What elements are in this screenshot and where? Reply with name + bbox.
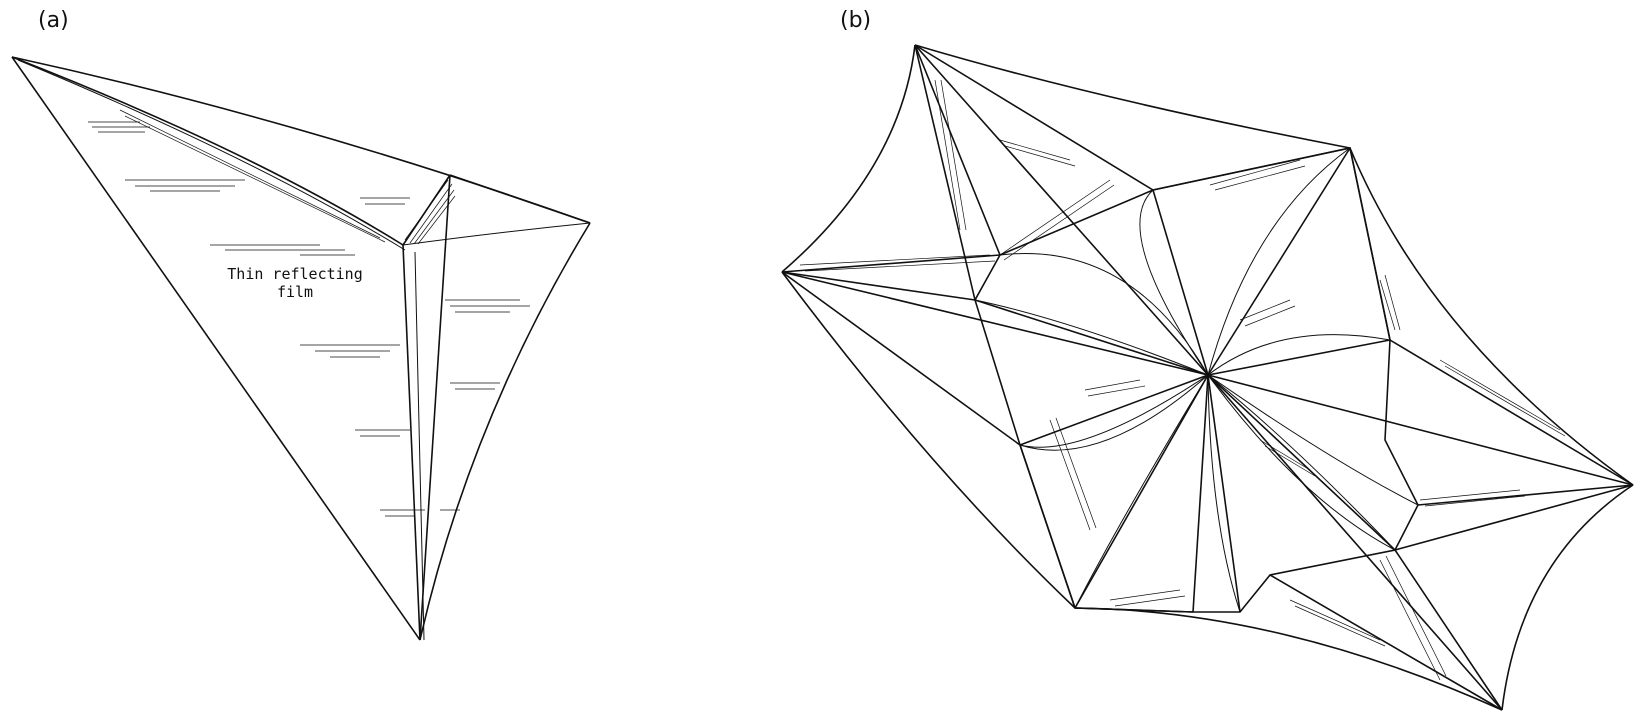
panel-a-edge-left <box>11 56 421 641</box>
panel-a-fold-top-right <box>449 174 591 224</box>
film-annotation-line-2: film <box>276 283 314 301</box>
panel-b-boundary-2 <box>1349 147 1634 486</box>
panel-b-radial-folds <box>781 44 1634 711</box>
panel-b-boundary-5 <box>781 271 1076 609</box>
panel-a-edge-right <box>419 222 591 641</box>
panel-a-fold-diagonal <box>11 56 404 246</box>
panel-b-hatched-seams <box>799 79 1566 681</box>
panel-a-label: (a) <box>38 8 69 33</box>
panel-b-boundary-6 <box>781 44 916 273</box>
panel-b-boundary-3 <box>1501 484 1634 711</box>
panel-a-fold-vertical-1 <box>402 244 421 641</box>
film-annotation: Thin reflecting film <box>200 265 390 301</box>
panel-b-label: (b) <box>840 8 872 33</box>
panel-a-fold-vertical-2 <box>419 174 451 641</box>
panel-a-drawing <box>11 56 591 641</box>
film-annotation-line-1: Thin reflecting <box>227 265 363 283</box>
panel-a-edge-top <box>11 56 591 224</box>
panel-b-drawing <box>781 44 1634 711</box>
panel-b-petal-seams <box>974 147 1419 613</box>
panel-b-inner-ring <box>974 147 1419 613</box>
panel-b-boundary-1 <box>914 44 1351 149</box>
panel-b-boundary-4 <box>1074 607 1503 711</box>
